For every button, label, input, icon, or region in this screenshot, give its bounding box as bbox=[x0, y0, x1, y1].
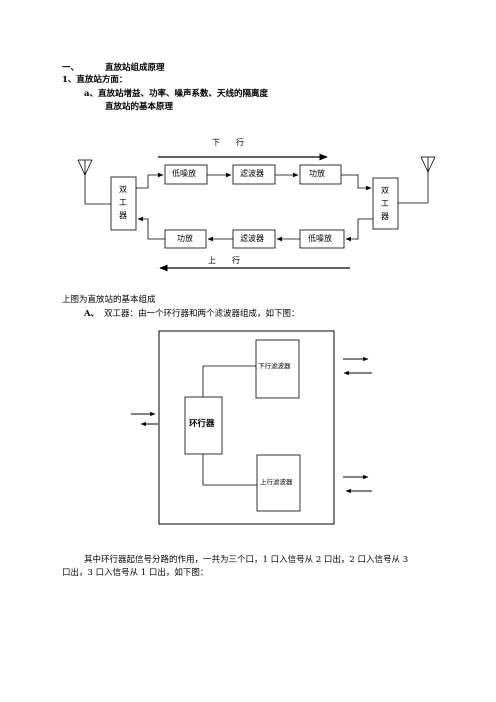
uplink-pa-label: 功放 bbox=[177, 234, 193, 243]
right-duplexer-char-2: 工 bbox=[381, 199, 389, 208]
left-duplexer-box bbox=[110, 176, 137, 231]
downlink-pa-box bbox=[299, 164, 342, 185]
circulator-label: 环行器 bbox=[189, 419, 215, 429]
up-filter-box bbox=[256, 454, 301, 512]
circulator-box bbox=[184, 396, 223, 455]
para-basic-composition: 上图为直放站的基本组成 bbox=[62, 295, 156, 305]
downlink-lna-label: 低噪放 bbox=[172, 169, 196, 178]
uplink-label: 上 行 bbox=[208, 256, 240, 265]
uplink-lna-label: 低噪放 bbox=[308, 234, 332, 243]
para-circulator-line-1: 其中环行器起信号分路的作用，一共为三个口，1 口入信号从 2 口出，2 口入信号… bbox=[84, 555, 409, 565]
downlink-lna-box bbox=[164, 164, 208, 185]
uplink-filter-label: 滤波器 bbox=[240, 234, 264, 243]
down-filter-box bbox=[255, 339, 300, 399]
up-filter-label: 上行滤波器 bbox=[260, 478, 293, 486]
heading-number: 一、 bbox=[62, 63, 80, 73]
section1-sub-a: a、直放站增益、功率、噪声系数、天线的隔离度 bbox=[84, 89, 269, 99]
down-filter-label: 下行滤波器 bbox=[258, 362, 291, 370]
right-duplexer-char-3: 器 bbox=[381, 212, 389, 221]
downlink-label: 下 行 bbox=[212, 138, 244, 147]
left-antenna-icon bbox=[77, 159, 111, 205]
downlink-filter-box bbox=[232, 164, 276, 185]
right-duplexer-char-1: 双 bbox=[381, 186, 389, 195]
right-duplexer-to-lna bbox=[345, 218, 373, 242]
left-duplexer-char-1: 双 bbox=[119, 185, 127, 194]
circulator-to-down-filter bbox=[202, 365, 256, 397]
right-duplexer-box bbox=[372, 177, 399, 230]
left-duplexer-to-lna bbox=[136, 172, 164, 189]
left-duplexer-char-2: 工 bbox=[119, 198, 127, 207]
para-a-letter: A、 bbox=[84, 309, 100, 319]
section1-sub-b: 直放站的基本原理 bbox=[105, 102, 174, 112]
circulator-to-up-filter bbox=[202, 454, 257, 486]
downlink-pa-label: 功放 bbox=[309, 169, 325, 178]
downlink-filter-label: 滤波器 bbox=[240, 169, 264, 178]
left-duplexer-char-3: 器 bbox=[119, 211, 127, 220]
para-a-text: 双工器：由一个环行器和两个滤波器组成，如下图： bbox=[104, 309, 300, 319]
section1-label: 1、直放站方面： bbox=[62, 75, 128, 85]
pa-to-left-duplexer bbox=[137, 216, 165, 240]
heading-title: 直放站组成原理 bbox=[105, 63, 165, 73]
right-antenna-icon bbox=[398, 156, 436, 204]
para-circulator-line-2: 口出，3 口入信号从 1 口出，如下图： bbox=[62, 568, 209, 578]
pa-to-right-duplexer bbox=[341, 174, 372, 191]
